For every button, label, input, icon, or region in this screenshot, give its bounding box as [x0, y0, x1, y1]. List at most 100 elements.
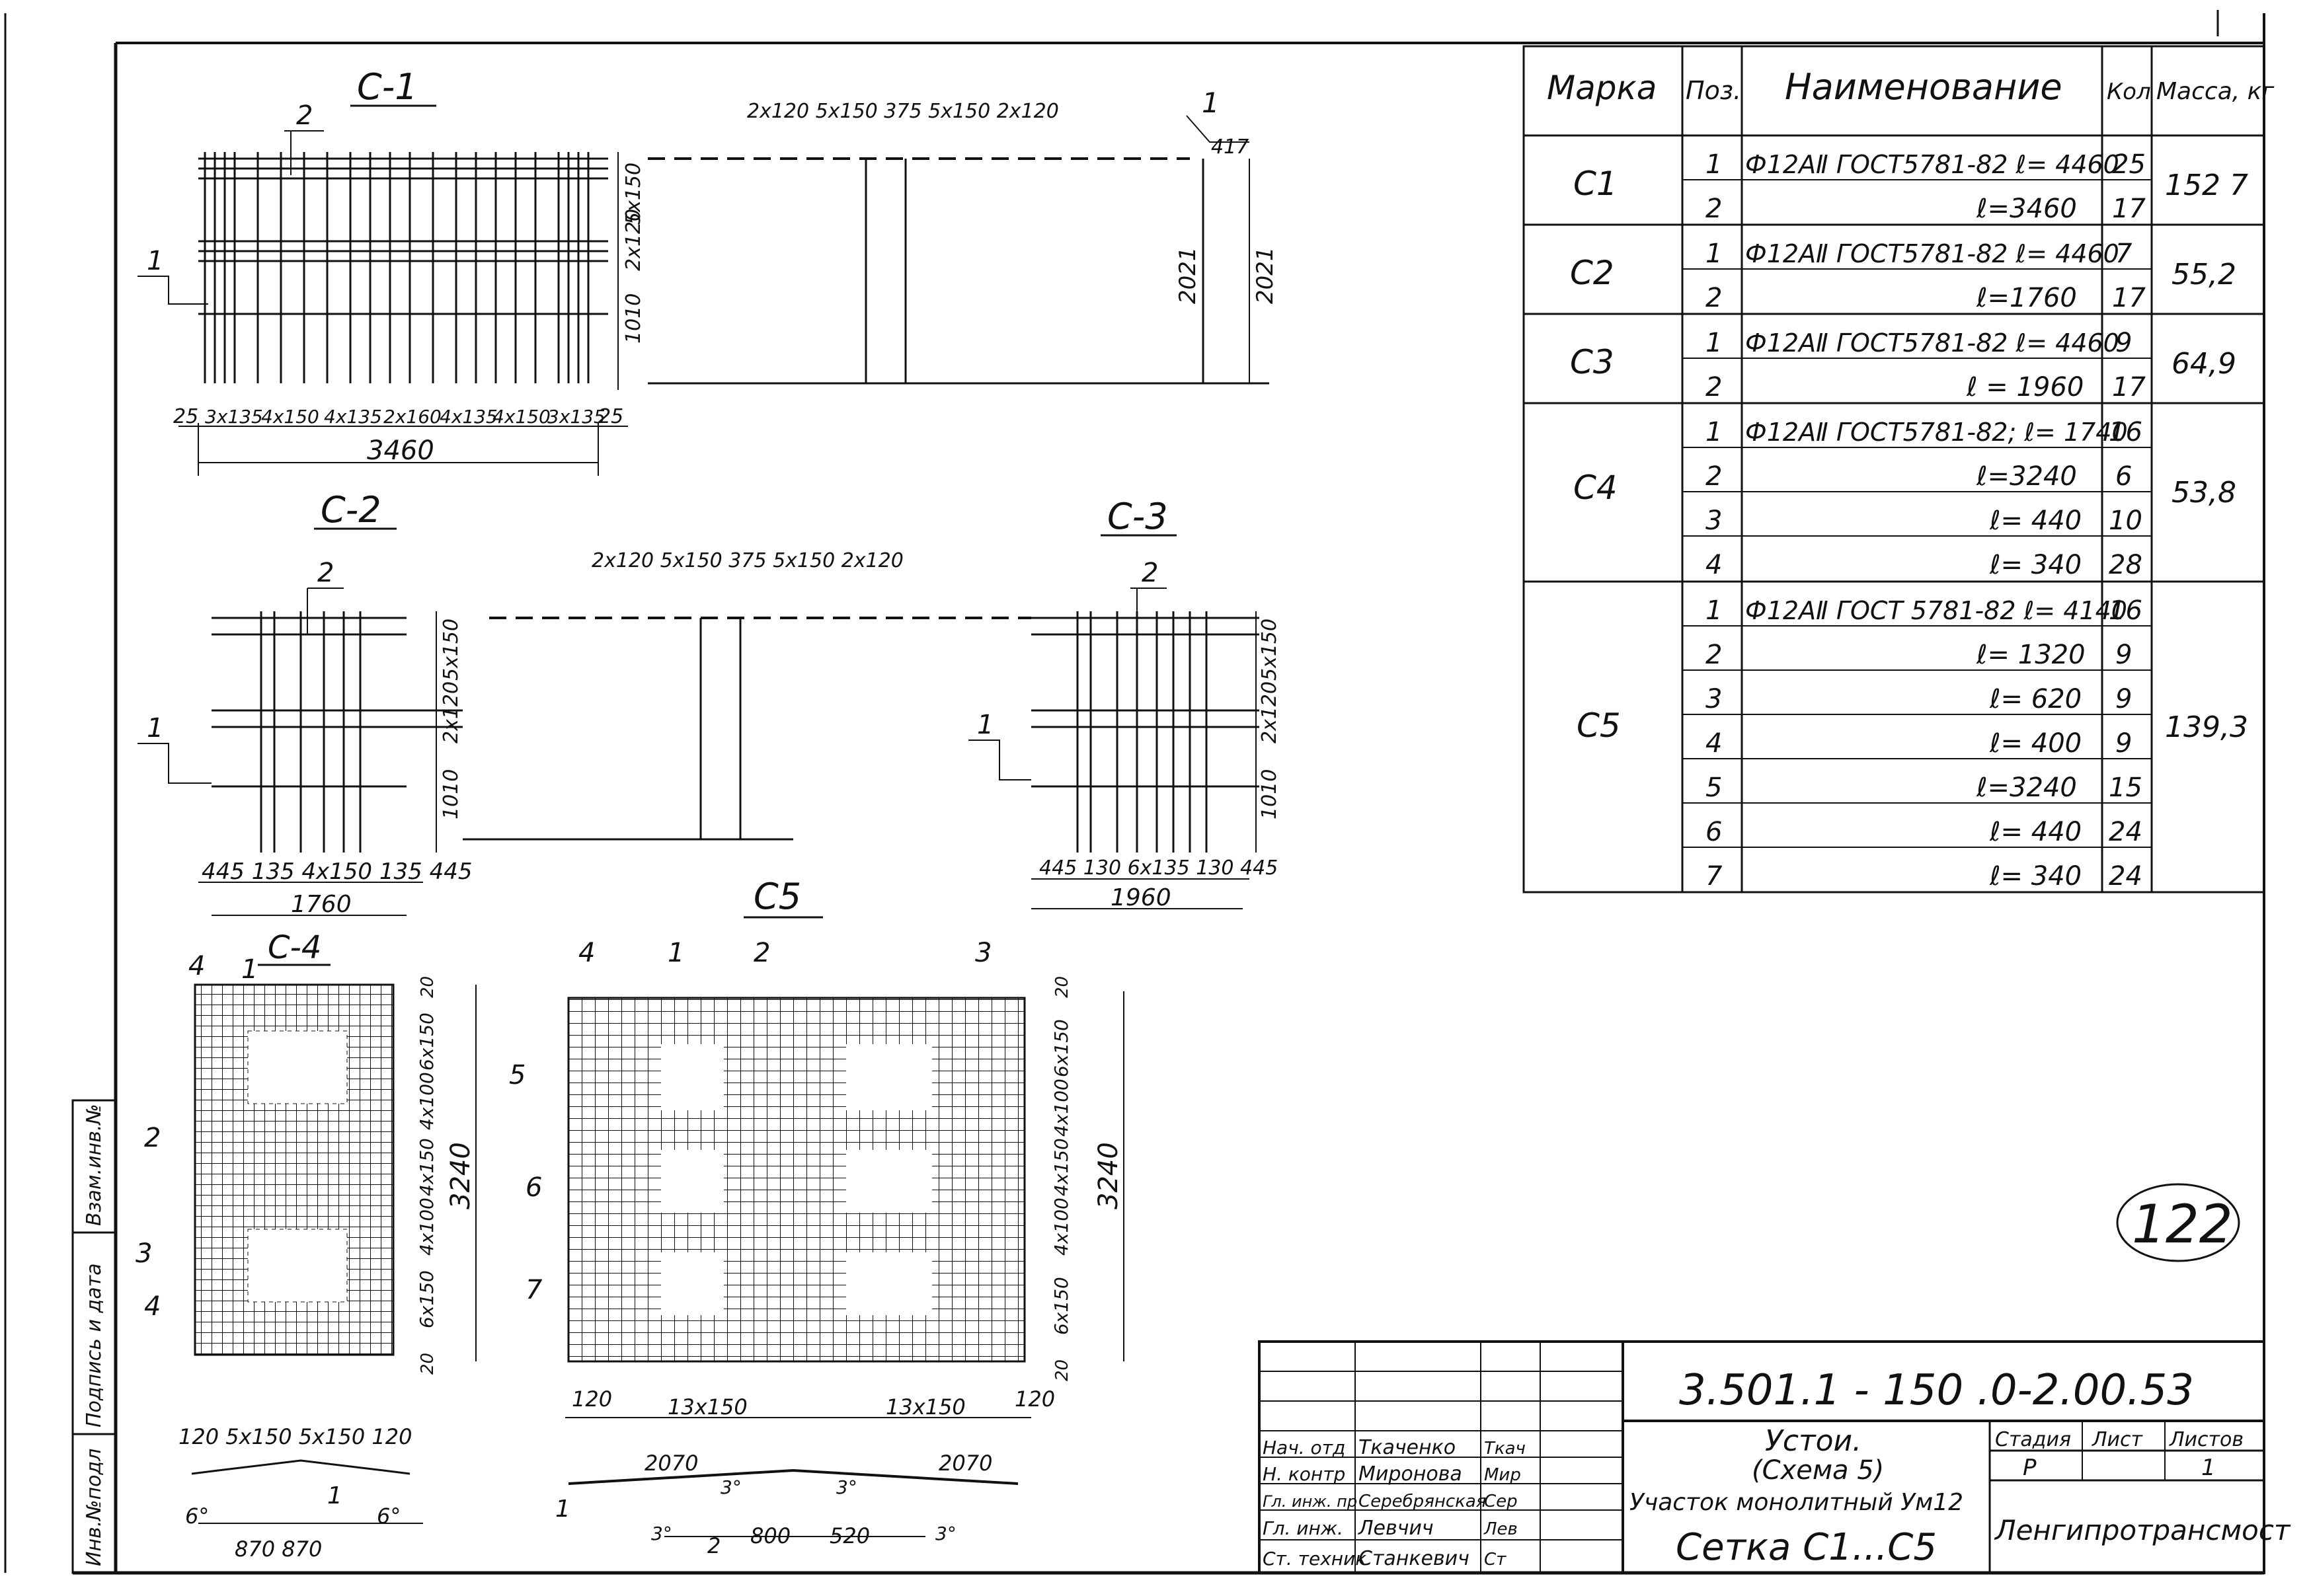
- c5-bottom-dim-120-right: 120: [1015, 1387, 1055, 1412]
- spec-c5-r4-pos: 4: [1705, 728, 1722, 759]
- c4-pos-1-top: 1: [241, 954, 258, 985]
- c5-bottom-dim-13x150-right: 13х150: [886, 1394, 966, 1420]
- c5-bend-dim-left: 2070: [645, 1451, 698, 1476]
- c1-total-dim: 3460: [367, 436, 434, 466]
- left-strip: Инв.№подл Подпись и дата Взам.инв.№: [71, 1099, 117, 1574]
- c1-bottom-dim-4: 4х135: [324, 406, 382, 428]
- c4-pos-3-left: 3: [136, 1238, 152, 1269]
- title-sheets-value: 1: [2201, 1455, 2216, 1481]
- sheet-number-stamp: 122: [2116, 1183, 2240, 1262]
- spec-c4-r3-pos: 3: [1705, 506, 1722, 536]
- spec-header-mark: Марка: [1547, 69, 1657, 107]
- strip-label-signature: Подпись и дата: [83, 1264, 106, 1428]
- c1-mesh-verticals: [204, 152, 590, 383]
- spec-c5-r6-pos: 6: [1705, 817, 1722, 847]
- view-c2-title: С-2: [321, 489, 381, 531]
- c3-pos-2-label: 2: [1142, 558, 1158, 588]
- spec-c5-r5-pos: 5: [1705, 773, 1722, 803]
- c5-bottom-dim-120-left: 120: [572, 1387, 612, 1412]
- view-c4-title: С-4: [268, 929, 321, 966]
- spec-c3-r1-qty: 9: [2115, 328, 2132, 358]
- c5-pos-1-top: 1: [668, 938, 684, 968]
- c5-pos-2-top: 2: [754, 938, 770, 968]
- spec-c3-mark: С3: [1570, 343, 1614, 381]
- c1-bottom-dim-9: 25: [598, 405, 623, 428]
- view-c1: С-1 2 1 5х150 2х120: [137, 66, 1278, 476]
- c2-right-dim-1: 5х150: [440, 619, 463, 681]
- c4-bend-pos: 1: [327, 1482, 342, 1509]
- spec-c5-r6-qty: 24: [2109, 817, 2142, 847]
- c2-bottom-dims: 445 135 4х150 135 445: [202, 858, 472, 885]
- title-name-4: Левчич: [1358, 1517, 1434, 1540]
- c4-bend-dims: 870 870: [235, 1537, 322, 1562]
- spec-header-qty: Кол: [2107, 79, 2151, 105]
- title-name-2: Миронова: [1358, 1463, 1462, 1486]
- view-c1-title: С-1: [357, 66, 418, 108]
- title-object-1: Устои.: [1765, 1424, 1861, 1458]
- c4-right-dim-4x100-bottom: 4х100: [416, 1197, 438, 1256]
- spec-c3-r2-pos: 2: [1705, 372, 1722, 402]
- title-drawing-name: Сетка С1...С5: [1676, 1526, 1937, 1569]
- c5-right-dim-4x100-bottom: 4х100: [1050, 1197, 1072, 1256]
- title-sign-4: Лев: [1483, 1519, 1518, 1539]
- title-sheets-label: Листов: [2169, 1428, 2244, 1451]
- c1-bottom-dim-3: 4х150: [261, 406, 319, 428]
- spec-c3-r2-name: ℓ = 1960: [1966, 372, 2084, 402]
- c2-pos-1-label: 1: [147, 713, 163, 743]
- title-role-1: Нач. отд: [1263, 1437, 1345, 1459]
- c5-angle-a: 3°: [721, 1476, 742, 1498]
- c1-pos-2-label: 2: [296, 100, 313, 131]
- title-object-3: Участок монолитный Ум12: [1629, 1489, 1963, 1516]
- spec-c4-r2-qty: 6: [2115, 461, 2132, 492]
- title-sign-5: Ст: [1484, 1550, 1507, 1570]
- c1-section-height-b: 2021: [1252, 247, 1278, 304]
- view-c3-title: С-3: [1107, 496, 1168, 537]
- c5-mesh: [567, 997, 1026, 1363]
- c4-right-dim-20-bottom: 20: [418, 1353, 438, 1375]
- c5-bottom-dim-13x150-left: 13х150: [668, 1394, 748, 1420]
- c3-mesh-verticals: [1076, 611, 1208, 853]
- c1-right-dim-3: 1010: [622, 293, 645, 344]
- spec-c4-r1-name: Ф12АⅡ ГОСТ5781-82; ℓ= 1740: [1745, 418, 2128, 447]
- spec-c1-r2-name: ℓ=3460: [1976, 194, 2077, 224]
- c5-pos-3-top: 3: [975, 938, 992, 968]
- spec-c2-r2-qty: 17: [2112, 283, 2146, 313]
- c5-right-dim-20-bottom: 20: [1052, 1359, 1072, 1381]
- view-c2: С-2 2 1 5х150 2х120 1010 445 135 4х150 1…: [137, 489, 1031, 918]
- c4-angle-right: 6°: [377, 1503, 401, 1529]
- c1-bottom-dim-1: 25: [173, 405, 198, 428]
- spec-c1-r2-pos: 2: [1705, 194, 1722, 224]
- c3-right-dim-3: 1010: [1258, 769, 1281, 819]
- c2-total-dim: 1760: [291, 891, 352, 918]
- spec-c4-r2-pos: 2: [1705, 461, 1722, 492]
- c2-right-dim-2: 2х120: [440, 681, 463, 743]
- spec-c2-r2-pos: 2: [1705, 283, 1722, 313]
- c5-pos-6-left: 6: [526, 1172, 542, 1203]
- c1-section-top: 417: [1211, 135, 1249, 159]
- c5-pos-1-bend: 1: [555, 1496, 570, 1523]
- title-role-3: Гл. инж. пр: [1263, 1492, 1357, 1511]
- spec-c3-r1-pos: 1: [1705, 328, 1722, 358]
- spec-c2-r2-name: ℓ=1760: [1976, 283, 2077, 313]
- title-sign-1: Ткач: [1484, 1439, 1526, 1459]
- spec-c5-r1-name: Ф12АⅡ ГОСТ 5781-82 ℓ= 4140: [1745, 596, 2127, 625]
- c1-section-mark: 1: [1202, 87, 1220, 119]
- title-role-5: Ст. техник: [1263, 1548, 1366, 1570]
- c3-total-dim: 1960: [1111, 884, 1171, 911]
- c4-right-dim-20-top: 20: [418, 976, 438, 998]
- spec-c1-r2-qty: 17: [2112, 194, 2146, 224]
- c4-right-dim-6x150-bottom: 6х150: [416, 1270, 438, 1328]
- title-stage-value: Р: [2023, 1455, 2037, 1481]
- spec-c4-r2-name: ℓ=3240: [1976, 461, 2077, 492]
- c5-pos-4-top: 4: [578, 938, 595, 968]
- spec-c4-r4-qty: 28: [2109, 550, 2142, 580]
- c5-right-dim-4x150: 4х150: [1050, 1138, 1072, 1196]
- c4-pos-4-left: 4: [144, 1291, 161, 1322]
- spec-c5-mass: 139,3: [2165, 710, 2248, 744]
- spec-c4-r1-pos: 1: [1705, 417, 1722, 447]
- title-role-2: Н. контр: [1263, 1463, 1345, 1485]
- c4-height-dim: 3240: [446, 1142, 476, 1209]
- c5-right-dim-6x150-top: 6х150: [1050, 1019, 1072, 1077]
- spec-c3-r1-name: Ф12АⅡ ГОСТ5781-82 ℓ= 4460: [1745, 328, 2119, 358]
